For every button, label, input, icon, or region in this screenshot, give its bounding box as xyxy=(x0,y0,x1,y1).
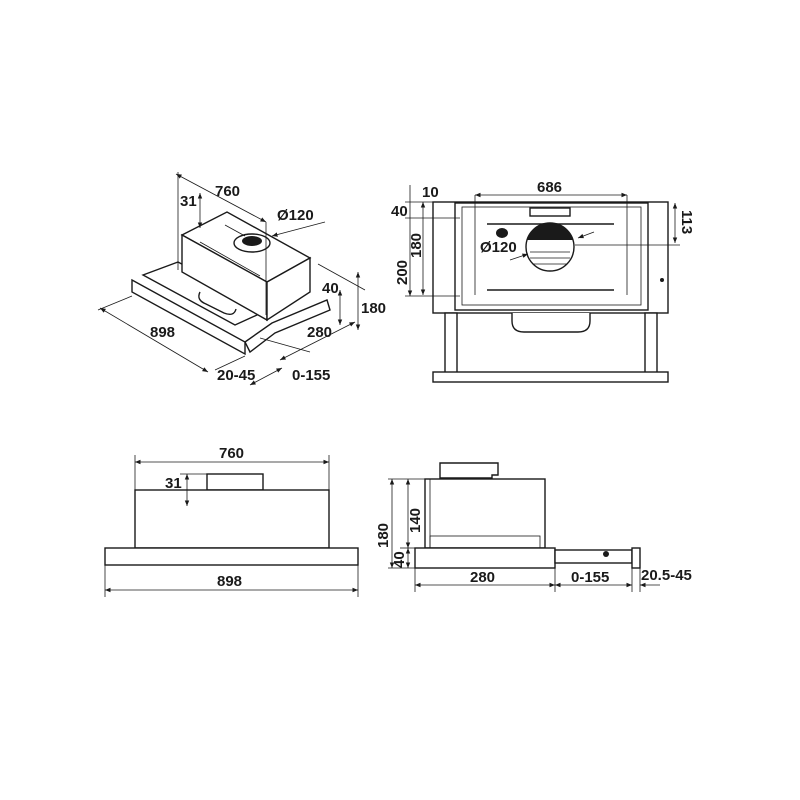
front-elevation-view: 760 31 898 xyxy=(104,445,359,597)
box-side xyxy=(266,256,311,322)
dim-200: 200 xyxy=(394,260,411,285)
front-plate-side xyxy=(414,547,556,569)
dim-180-side: 180 xyxy=(375,523,392,548)
body-side xyxy=(424,478,546,549)
dim-20.5-45: 20.5-45 xyxy=(641,567,692,584)
dim-40-side: 40 xyxy=(391,551,408,568)
drawer-handle xyxy=(511,313,591,333)
dim-40-top: 40 xyxy=(391,203,408,220)
dim-10: 10 xyxy=(422,184,439,201)
isometric-view: 760 31 Ø120 40 180 898 280 20-45 0-155 xyxy=(97,172,386,386)
dim-20-45: 20-45 xyxy=(217,367,255,384)
dim-duct-diameter: Ø120 xyxy=(277,207,314,224)
handle xyxy=(198,291,237,316)
dim-180-inner: 180 xyxy=(408,233,425,258)
dim-40: 40 xyxy=(322,280,339,297)
dim-31-front: 31 xyxy=(165,475,182,492)
dim-0-155-side: 0-155 xyxy=(571,569,609,586)
dim-113: 113 xyxy=(678,210,695,234)
motor-housing-side xyxy=(439,462,499,479)
dim-898: 898 xyxy=(150,324,175,341)
dim-0-155: 0-155 xyxy=(292,367,330,384)
dim-140: 140 xyxy=(407,508,424,533)
dim-280: 280 xyxy=(307,324,332,341)
motor-housing xyxy=(206,473,264,491)
side-elevation-view: 180 140 40 280 0-155 20.5-45 xyxy=(375,462,692,592)
dim-760: 760 xyxy=(215,183,240,200)
extension-rail xyxy=(554,549,633,564)
front-plate xyxy=(104,547,359,566)
bottom-view: 686 10 40 Ø120 200 180 113 xyxy=(391,179,695,383)
end-cap xyxy=(631,547,641,569)
dim-760-front: 760 xyxy=(219,445,244,462)
dim-280-side: 280 xyxy=(470,569,495,586)
dim-686: 686 xyxy=(537,179,562,196)
duct-opening xyxy=(242,236,262,246)
dim-31: 31 xyxy=(180,193,197,210)
dim-898-front: 898 xyxy=(217,573,242,590)
dim-duct-diameter-2: Ø120 xyxy=(480,239,517,256)
body xyxy=(134,489,330,549)
dim-180: 180 xyxy=(361,300,386,317)
front-bar xyxy=(432,371,669,383)
